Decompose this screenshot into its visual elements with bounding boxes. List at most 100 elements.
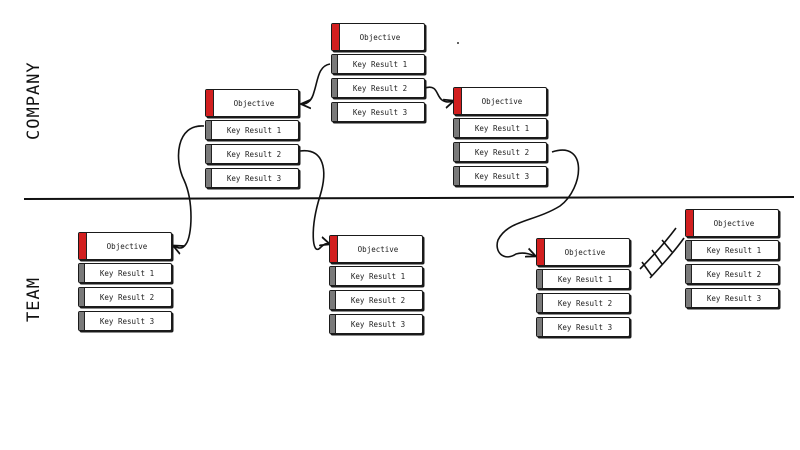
- key-result-label: Key Result 2: [99, 292, 155, 302]
- okr-team-3: Objective Key Result 1 Key Result 2 Key …: [536, 238, 630, 341]
- objective-card: Objective: [78, 232, 172, 260]
- objective-tab: [330, 236, 338, 262]
- key-result-card: Key Result 2: [453, 142, 547, 162]
- objective-label: Objective: [357, 244, 399, 254]
- objective-label: Objective: [564, 247, 606, 257]
- key-result-label: Key Result 3: [99, 316, 155, 326]
- key-result-card: Key Result 3: [331, 102, 425, 122]
- key-result-card: Key Result 1: [205, 120, 299, 140]
- key-result-label: Key Result 2: [706, 269, 762, 279]
- key-result-card: Key Result 3: [453, 166, 547, 186]
- objective-label: Objective: [713, 218, 755, 228]
- objective-tab: [454, 88, 462, 114]
- key-result-label: Key Result 3: [557, 322, 613, 332]
- objective-tab: [686, 210, 694, 236]
- key-result-label: Key Result 1: [474, 123, 530, 133]
- key-result-card: Key Result 2: [331, 78, 425, 98]
- unlinked-marker: [639, 227, 685, 279]
- key-result-tab: [454, 167, 460, 185]
- key-result-tab: [330, 267, 336, 285]
- key-result-tab: [686, 265, 692, 283]
- key-result-card: Key Result 2: [329, 290, 423, 310]
- key-result-tab: [537, 318, 543, 336]
- key-result-tab: [79, 264, 85, 282]
- key-result-tab: [454, 119, 460, 137]
- okr-company-left: Objective Key Result 1 Key Result 2 Key …: [205, 89, 299, 192]
- okr-team-4: Objective Key Result 1 Key Result 2 Key …: [685, 209, 779, 312]
- key-result-label: Key Result 1: [226, 125, 282, 135]
- key-result-tab: [330, 291, 336, 309]
- connector-left-to-team2: [299, 150, 329, 251]
- okr-team-1: Objective Key Result 1 Key Result 2 Key …: [78, 232, 172, 335]
- key-result-card: Key Result 1: [329, 266, 423, 286]
- objective-card: Objective: [331, 23, 425, 51]
- objective-label: Objective: [359, 32, 401, 42]
- objective-card: Objective: [329, 235, 423, 263]
- key-result-tab: [79, 288, 85, 306]
- key-result-tab: [537, 270, 543, 288]
- connector-left-to-team1: [174, 125, 205, 248]
- key-result-tab: [332, 55, 338, 73]
- key-result-card: Key Result 2: [685, 264, 779, 284]
- objective-tab: [537, 239, 545, 265]
- key-result-card: Key Result 1: [536, 269, 630, 289]
- connector-top-to-right: [424, 86, 453, 102]
- key-result-card: Key Result 2: [205, 144, 299, 164]
- key-result-card: Key Result 3: [205, 168, 299, 188]
- key-result-tab: [332, 79, 338, 97]
- key-result-card: Key Result 3: [685, 288, 779, 308]
- objective-label: Objective: [481, 96, 523, 106]
- key-result-label: Key Result 1: [350, 271, 406, 281]
- key-result-card: Key Result 3: [536, 317, 630, 337]
- okr-company-top: Objective Key Result 1 Key Result 2 Key …: [331, 23, 425, 126]
- key-result-label: Key Result 3: [706, 293, 762, 303]
- connector-top-to-left: [302, 63, 331, 104]
- objective-card: Objective: [685, 209, 779, 237]
- key-result-label: Key Result 2: [557, 298, 613, 308]
- objective-tab: [332, 24, 340, 50]
- key-result-tab: [537, 294, 543, 312]
- key-result-tab: [686, 241, 692, 259]
- key-result-tab: [79, 312, 85, 330]
- key-result-card: Key Result 1: [78, 263, 172, 283]
- key-result-tab: [686, 289, 692, 307]
- team-label: TEAM: [24, 277, 44, 322]
- objective-tab: [206, 90, 214, 116]
- key-result-card: Key Result 2: [536, 293, 630, 313]
- company-label: COMPANY: [24, 61, 44, 140]
- key-result-card: Key Result 1: [331, 54, 425, 74]
- key-result-label: Key Result 2: [474, 147, 530, 157]
- key-result-label: Key Result 3: [226, 173, 282, 183]
- key-result-card: Key Result 3: [78, 311, 172, 331]
- key-result-tab: [332, 103, 338, 121]
- key-result-tab: [454, 143, 460, 161]
- company-team-divider: [23, 195, 795, 201]
- key-result-label: Key Result 3: [350, 319, 406, 329]
- key-result-label: Key Result 1: [557, 274, 613, 284]
- key-result-card: Key Result 1: [453, 118, 547, 138]
- key-result-label: Key Result 3: [474, 171, 530, 181]
- key-result-tab: [330, 315, 336, 333]
- key-result-label: Key Result 1: [352, 59, 408, 69]
- key-result-label: Key Result 1: [99, 268, 155, 278]
- key-result-card: Key Result 2: [78, 287, 172, 307]
- key-result-card: Key Result 1: [685, 240, 779, 260]
- key-result-label: Key Result 2: [226, 149, 282, 159]
- objective-label: Objective: [106, 241, 148, 251]
- key-result-label: Key Result 2: [350, 295, 406, 305]
- okr-team-2: Objective Key Result 1 Key Result 2 Key …: [329, 235, 423, 338]
- objective-card: Objective: [453, 87, 547, 115]
- objective-card: Objective: [205, 89, 299, 117]
- key-result-tab: [206, 121, 212, 139]
- objective-tab: [79, 233, 87, 259]
- stray-dot: [457, 42, 459, 44]
- key-result-card: Key Result 3: [329, 314, 423, 334]
- key-result-label: Key Result 1: [706, 245, 762, 255]
- okr-company-right: Objective Key Result 1 Key Result 2 Key …: [453, 87, 547, 190]
- objective-label: Objective: [233, 98, 275, 108]
- key-result-label: Key Result 2: [352, 83, 408, 93]
- key-result-tab: [206, 169, 212, 187]
- key-result-tab: [206, 145, 212, 163]
- key-result-label: Key Result 3: [352, 107, 408, 117]
